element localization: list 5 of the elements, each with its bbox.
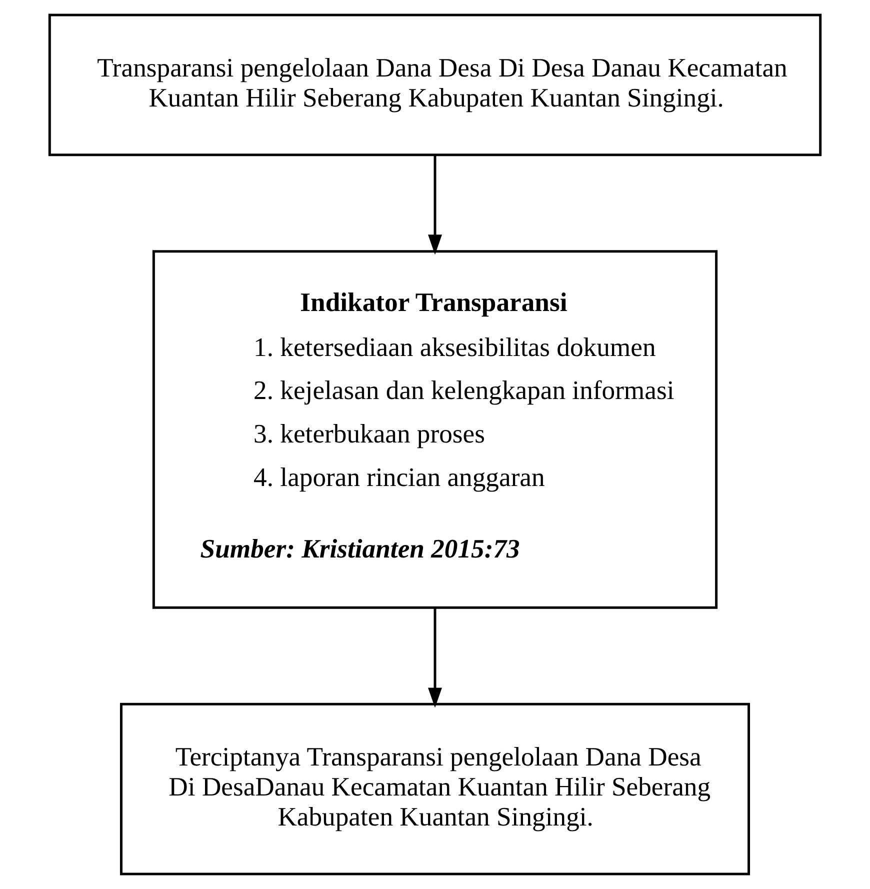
arrow: [428, 156, 442, 255]
arrow: [428, 608, 442, 708]
node-box: Terciptanya Transparansi pengelolaan Dana Desa Di DesaDanau Kecamatan Kuantan Hilir Seberang Kabupaten Kuantan Singingi.: [120, 702, 750, 876]
node-box: Indikator Transparansi 1. ketersediaan aksesibilitas dokumen 2. kejelasan dan kelengkapan informasi 3. keterbukaan proses 4. laporan rincian anggaran Sumber: Kristianten 2015:73: [152, 250, 718, 609]
node-box: Transparansi pengelolaan Dana Desa Di Desa Danau Kecamatan Kuantan Hilir Seberang Kabupaten Kuantan Singingi.: [48, 14, 822, 156]
